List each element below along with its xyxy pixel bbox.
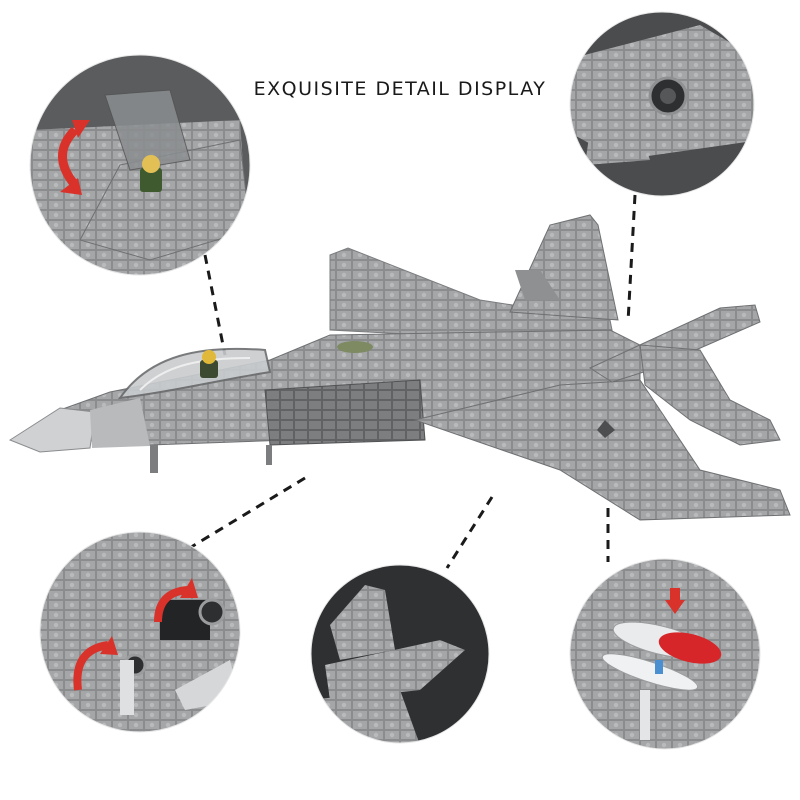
detail-circle-tail-fins [311,565,489,743]
detail-circle-engine-nozzle [570,12,754,196]
detail-circle-landing-gear [40,532,240,732]
headline: EXQUISITE DETAIL DISPLAY [253,78,547,100]
detail-circle-weapons-bay [570,559,760,749]
detail-circle-cockpit-canopy [30,55,250,275]
fighter-jet-model [8,214,791,521]
